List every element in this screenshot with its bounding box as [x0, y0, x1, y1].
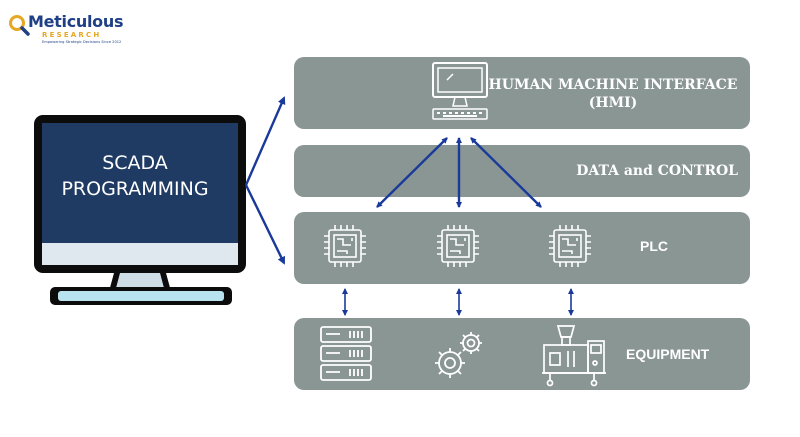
monitor-label: SCADA PROGRAMMING	[50, 150, 220, 202]
equipment-label: EQUIPMENT	[626, 346, 710, 362]
monitor-to-plc-arrow	[244, 184, 286, 265]
brand-tagline: Empowering Strategic Decisions Since 201…	[42, 40, 122, 44]
hmi-plc-link-3	[470, 137, 542, 208]
monitor-label-line1: SCADA	[102, 152, 168, 174]
microchip-icon	[549, 225, 591, 267]
microchip-icon	[324, 225, 366, 267]
equipment-layer: EQUIPMENT	[294, 318, 750, 390]
microchip-icon	[437, 225, 479, 267]
brand-logo: Meticulous RESEARCH Empowering Strategic…	[8, 10, 123, 50]
scada-monitor	[34, 115, 246, 305]
server-rack-icon	[320, 326, 372, 381]
plc-label: PLC	[640, 238, 668, 254]
gears-icon	[435, 332, 482, 378]
hmi-label-line2: (HMI)	[588, 95, 638, 111]
data-control-label: DATA and CONTROL	[576, 163, 738, 179]
hmi-layer: HUMAN MACHINE INTERFACE (HMI)	[294, 57, 750, 129]
magnifier-logo-icon	[9, 15, 30, 36]
hmi-plc-link-1	[376, 137, 448, 208]
brand-name: Meticulous	[28, 12, 124, 31]
plc-layer: PLC	[294, 212, 750, 284]
industrial-machine-icon	[542, 325, 606, 387]
hmi-label: HUMAN MACHINE INTERFACE (HMI)	[484, 76, 742, 112]
desktop-computer-icon	[432, 62, 488, 120]
brand-sub: RESEARCH	[42, 31, 102, 39]
hmi-label-line1: HUMAN MACHINE INTERFACE	[488, 77, 738, 93]
monitor-label-line2: PROGRAMMING	[61, 178, 209, 200]
monitor-to-hmi-arrow	[244, 96, 286, 186]
